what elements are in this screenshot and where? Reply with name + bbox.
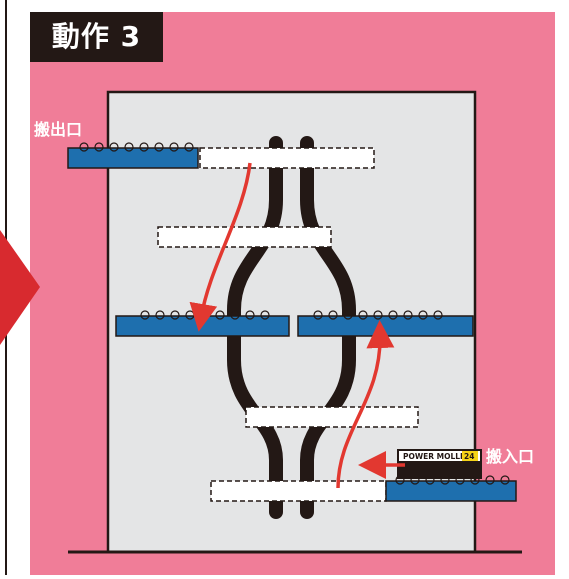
motor-model-label: 24 (464, 452, 474, 461)
flow-arrows (189, 162, 405, 489)
arrow-down-left (189, 162, 252, 332)
dashed-positions (157, 147, 419, 502)
carriage-upper-middle (157, 226, 332, 248)
page-title: 動作 3 (51, 20, 142, 53)
carriage-top (199, 147, 375, 169)
title-box: 動作 3 (30, 12, 163, 62)
inlet-label: 搬入口 (486, 447, 535, 466)
carriage-lower-middle (245, 406, 419, 428)
transition-arrow (0, 230, 40, 345)
outlet-conveyor (67, 142, 199, 169)
carriage-bottom (210, 480, 387, 502)
outlet-label: 搬出口 (34, 120, 83, 139)
arrow-up-right (336, 320, 395, 489)
power-moller-motor: POWER MOLLER 24 (397, 449, 482, 479)
motor-brand-label: POWER MOLLER (403, 452, 471, 461)
